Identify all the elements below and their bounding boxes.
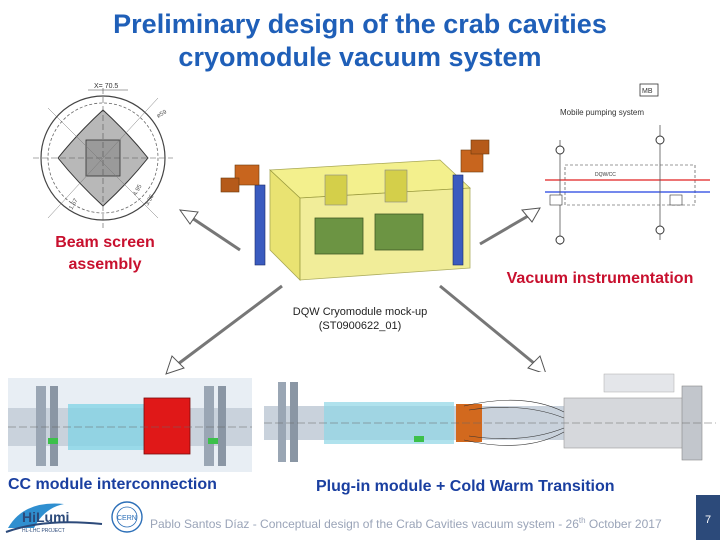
title-line-2: cryomodule vacuum system [178,42,542,72]
svg-text:1.57: 1.57 [69,197,80,211]
footer-text-date: October 2017 [585,517,662,531]
svg-text:4.95: 4.95 [133,183,144,197]
cern-logo-text: CERN [117,515,137,522]
cryomodule-mockup-image [220,139,490,281]
label-beam-screen: Beam screen assembly [40,232,170,276]
hilumi-logo-text: HiLumi [22,509,69,525]
label-plugin-module: Plug-in module + Cold Warm Transition [316,478,615,495]
mockup-caption: DQW Cryomodule mock-up (ST0900622_01) [260,305,460,333]
arrow-to-vacuum-instrumentation [479,207,541,246]
footer-text-sup: th [578,516,586,525]
cross-section-x-label: X= 70.5 [94,83,118,90]
arrow-to-plugin-module [439,284,547,375]
mockup-caption-line-2: (ST0900622_01) [318,320,402,332]
beam-screen-cross-section-drawing: X= 70.5 ø59 4.95 3.36 1.57 [33,83,173,228]
footer-text-main: Pablo Santos Díaz - Conceptual design of… [150,517,579,531]
cc-interconnection-image [8,378,252,472]
label-beam-screen-line-1: Beam screen [55,234,155,251]
svg-text:3.36: 3.36 [145,193,156,207]
hilumi-logo-subtext: HL-LHC PROJECT [22,528,65,534]
label-cc-interconnection: CC module interconnection [8,476,217,493]
schematic-mobile-pumping-label: Mobile pumping system [560,108,644,117]
page-number: 7 [696,495,720,540]
vacuum-schematic-diagram: MB Mobile pumping system DQW/CC [545,83,710,245]
svg-text:DQW/CC: DQW/CC [595,172,616,178]
mockup-caption-line-1: DQW Cryomodule mock-up [292,306,428,318]
footer-text: Pablo Santos Díaz - Conceptual design of… [150,516,662,531]
arrow-to-beam-screen [178,209,241,252]
plugin-module-cwt-image [264,372,716,472]
schematic-tag: MB [642,88,653,95]
label-beam-screen-line-2: assembly [68,256,142,273]
hilumi-logo: HiLumi HL-LHC PROJECT [5,503,103,534]
slide-title: Preliminary design of the crab cavities … [0,8,720,74]
svg-text:ø59: ø59 [156,109,169,120]
title-line-1: Preliminary design of the crab cavities [113,9,607,39]
cern-logo: CERN [111,501,143,533]
label-vacuum-instrumentation: Vacuum instrumentation [506,270,694,287]
arrow-to-cc-interconnection [165,284,283,375]
